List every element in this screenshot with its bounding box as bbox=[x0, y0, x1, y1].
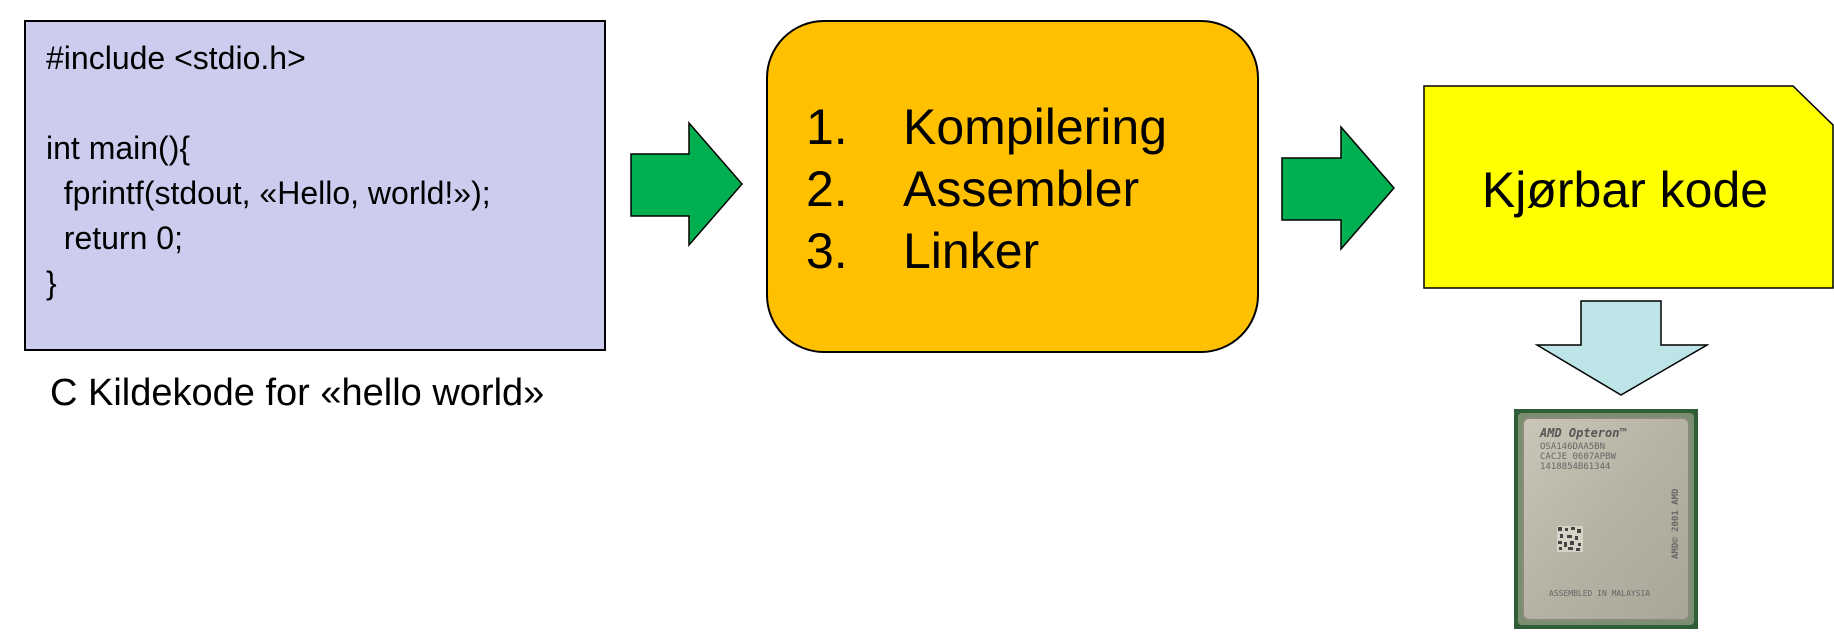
compilation-steps-box: 1. Kompilering 2. Assembler 3. Linker bbox=[766, 20, 1259, 353]
svg-text:ASSEMBLED IN MALAYSIA: ASSEMBLED IN MALAYSIA bbox=[1549, 589, 1650, 598]
code-line: fprintf(stdout, «Hello, world!»); bbox=[46, 175, 491, 211]
code-line: #include <stdio.h> bbox=[46, 40, 306, 76]
step-item: 1. Kompilering bbox=[768, 96, 1257, 158]
right-arrow-icon bbox=[630, 121, 743, 248]
step-label: Assembler bbox=[903, 161, 1140, 217]
svg-text:AMD Opteron™: AMD Opteron™ bbox=[1539, 426, 1627, 440]
down-arrow-icon bbox=[1535, 300, 1709, 396]
step-item: 3. Linker bbox=[768, 220, 1257, 282]
svg-text:CACJE 0607APBW: CACJE 0607APBW bbox=[1540, 452, 1616, 462]
right-arrow-icon bbox=[1281, 125, 1395, 252]
step-number: 3. bbox=[806, 223, 848, 279]
step-label: Linker bbox=[903, 223, 1040, 279]
step-number: 2. bbox=[806, 161, 848, 217]
step-label: Kompilering bbox=[903, 99, 1168, 155]
code-line: } bbox=[46, 265, 57, 301]
executable-label: Kjørbar kode bbox=[1481, 162, 1769, 218]
cpu-chip-image: AMD Opteron™ OSA146DAA5BN CACJE 0607APBW… bbox=[1514, 409, 1698, 629]
code-line: return 0; bbox=[46, 220, 183, 256]
executable-note-shape bbox=[1423, 85, 1834, 289]
step-item: 2. Assembler bbox=[768, 158, 1257, 220]
svg-text:AMD© 2001 AMD: AMD© 2001 AMD bbox=[1671, 488, 1681, 559]
code-line: int main(){ bbox=[46, 130, 191, 166]
barcode bbox=[1557, 526, 1583, 552]
step-number: 1. bbox=[806, 99, 848, 155]
source-code-box: #include <stdio.h> int main(){ fprintf(s… bbox=[24, 20, 606, 351]
code-line bbox=[46, 81, 604, 126]
source-caption: C Kildekode for «hello world» bbox=[50, 372, 545, 414]
svg-text:OSA146DAA5BN: OSA146DAA5BN bbox=[1540, 442, 1605, 452]
svg-text:1418854B61344: 1418854B61344 bbox=[1540, 462, 1610, 472]
